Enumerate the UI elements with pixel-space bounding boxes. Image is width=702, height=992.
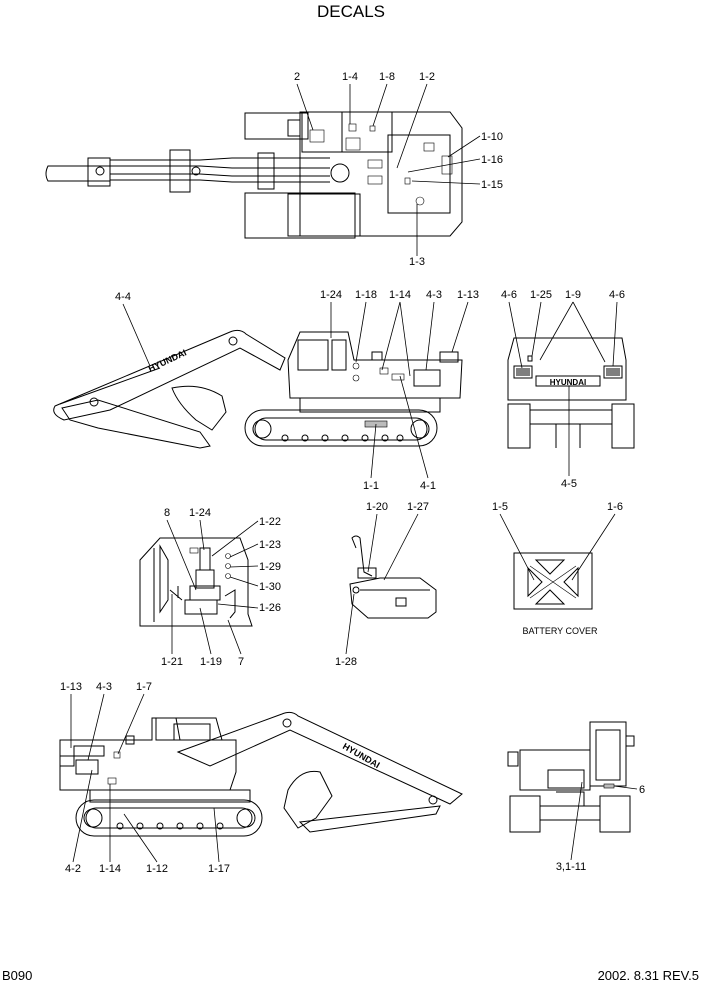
battery-cover-callouts: 1-5 1-6 BATTERY COVER xyxy=(492,501,623,636)
callout-cab-1-24: 1-24 xyxy=(189,507,211,519)
left-side-callouts: 1-13 4-3 1-7 4-2 1-14 1-12 1-17 xyxy=(60,681,230,875)
callout-side-4-3: 4-3 xyxy=(426,289,442,301)
callout-top-1-15: 1-15 xyxy=(481,179,503,191)
callout-lside-4-2: 4-2 xyxy=(65,863,81,875)
callout-cab-1-21: 1-21 xyxy=(161,656,183,668)
page-title: DECALS xyxy=(317,2,385,21)
date-revision: 2002. 8.31 REV.5 xyxy=(598,968,699,983)
callout-cab-1-22: 1-22 xyxy=(259,516,281,528)
callout-top-1-2: 1-2 xyxy=(419,71,435,83)
callout-lside-1-13: 1-13 xyxy=(60,681,82,693)
front-view-excavator xyxy=(507,721,635,833)
front-view-callouts: 6 3,1-11 xyxy=(556,781,645,873)
callout-top-1-8: 1-8 xyxy=(379,71,395,83)
callout-joy-1-20: 1-20 xyxy=(366,501,388,513)
callout-cab-8: 8 xyxy=(164,507,170,519)
top-view-excavator xyxy=(45,111,463,239)
callout-side-1-14: 1-14 xyxy=(389,289,411,301)
top-view-callouts: 2 1-4 1-8 1-2 1-10 1-16 1-15 1-3 xyxy=(294,71,503,268)
hyundai-logo-left-boom: HYUNDAI xyxy=(341,741,382,770)
rear-view-callouts: 4-6 1-25 1-9 4-6 4-5 xyxy=(501,289,625,490)
left-side-view-excavator: HYUNDAI xyxy=(59,711,463,837)
callout-top-2: 2 xyxy=(294,71,300,83)
callout-front-3-1-11: 3,1-11 xyxy=(556,861,586,873)
callout-side-1-13: 1-13 xyxy=(457,289,479,301)
right-side-view-excavator: HYUNDAI xyxy=(53,329,463,449)
page-code: B090 xyxy=(2,968,32,983)
cab-interior-callouts: 8 1-24 1-22 1-23 1-29 1-30 1-26 1-21 1-1… xyxy=(161,507,281,668)
callout-cab-1-26: 1-26 xyxy=(259,602,281,614)
hyundai-logo-boom: HYUNDAI xyxy=(147,347,188,373)
callout-top-1-4: 1-4 xyxy=(342,71,358,83)
cab-interior-view xyxy=(139,537,253,627)
callout-side-1-24: 1-24 xyxy=(320,289,342,301)
callout-rear-4-5: 4-5 xyxy=(561,478,577,490)
callout-lside-1-17: 1-17 xyxy=(208,863,230,875)
callout-cab-1-23: 1-23 xyxy=(259,539,281,551)
callout-front-6: 6 xyxy=(639,784,645,796)
callout-lside-1-14: 1-14 xyxy=(99,863,121,875)
callout-cab-1-30: 1-30 xyxy=(259,581,281,593)
battery-cover-caption: BATTERY COVER xyxy=(522,626,598,636)
callout-cab-1-19: 1-19 xyxy=(200,656,222,668)
callout-bat-1-6: 1-6 xyxy=(607,501,623,513)
callout-top-1-10: 1-10 xyxy=(481,131,503,143)
callout-bat-1-5: 1-5 xyxy=(492,501,508,513)
callout-side-4-1: 4-1 xyxy=(420,480,436,492)
callout-lside-4-3: 4-3 xyxy=(96,681,112,693)
callout-cab-1-29: 1-29 xyxy=(259,561,281,573)
callout-side-4-4: 4-4 xyxy=(115,291,131,303)
callout-rear-4-6-right: 4-6 xyxy=(609,289,625,301)
callout-cab-7: 7 xyxy=(238,656,244,668)
right-side-callouts: 4-4 1-24 1-18 1-14 4-3 1-13 1-1 4-1 xyxy=(115,289,479,492)
callout-joy-1-27: 1-27 xyxy=(407,501,429,513)
rear-view-excavator: HYUNDAI xyxy=(507,337,635,449)
callout-rear-4-6-left: 4-6 xyxy=(501,289,517,301)
joystick-callouts: 1-20 1-27 1-28 xyxy=(335,501,429,668)
callout-lside-1-7: 1-7 xyxy=(136,681,152,693)
callout-side-1-1: 1-1 xyxy=(363,480,379,492)
callout-lside-1-12: 1-12 xyxy=(146,863,168,875)
callout-joy-1-28: 1-28 xyxy=(335,656,357,668)
callout-rear-1-25: 1-25 xyxy=(530,289,552,301)
joystick-control-view xyxy=(349,535,437,619)
battery-cover-view xyxy=(513,552,593,610)
callout-top-1-16: 1-16 xyxy=(481,154,503,166)
callout-rear-1-9: 1-9 xyxy=(565,289,581,301)
callout-side-1-18: 1-18 xyxy=(355,289,377,301)
callout-top-1-3: 1-3 xyxy=(409,256,425,268)
hyundai-logo-rear: HYUNDAI xyxy=(550,378,586,387)
